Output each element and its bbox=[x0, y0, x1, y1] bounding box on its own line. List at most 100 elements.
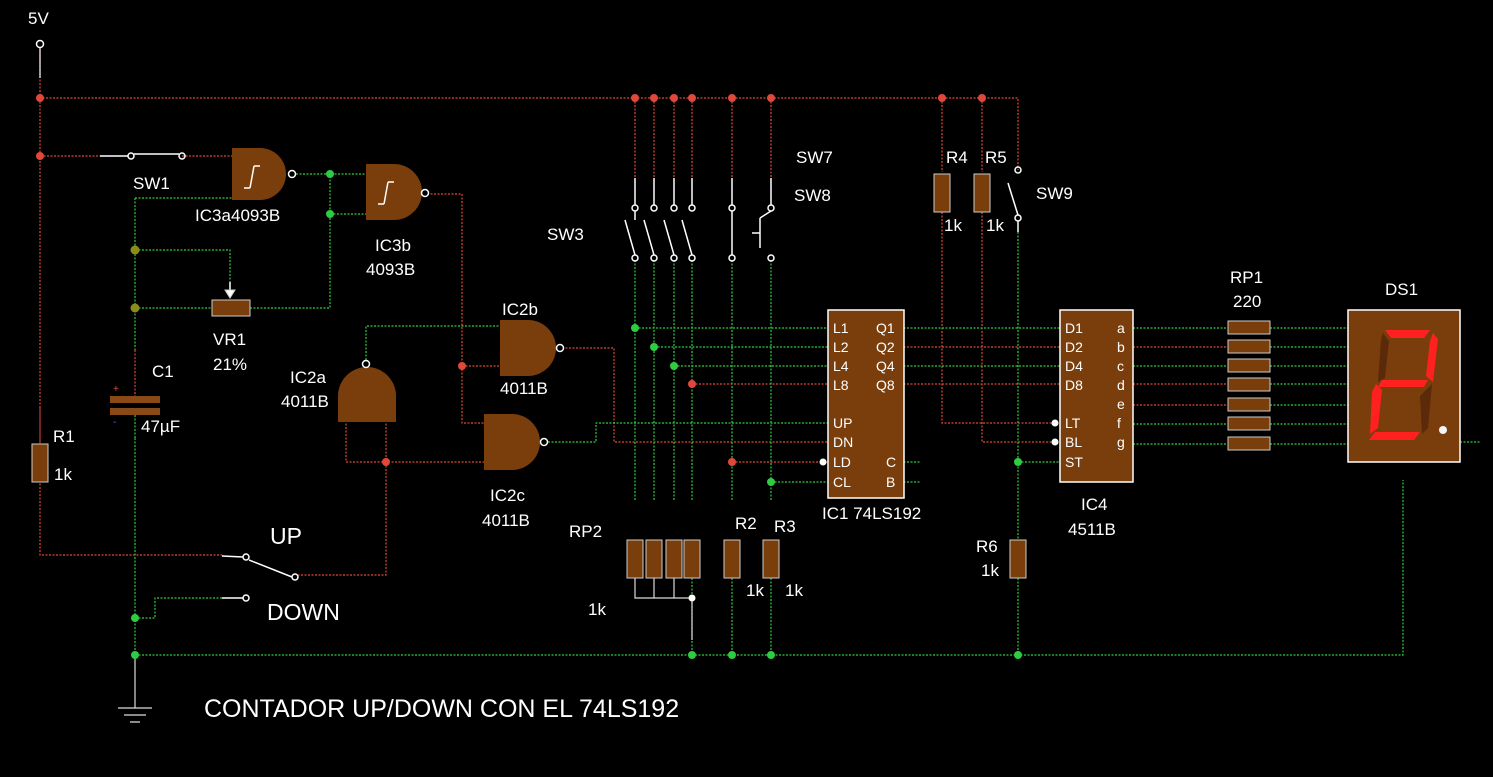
rp2-resistor-2 bbox=[645, 539, 663, 579]
supply-label: 5V bbox=[28, 9, 49, 28]
ic4-pin: ST bbox=[1065, 454, 1083, 470]
sw3-label: SW3 bbox=[547, 225, 584, 244]
ic1-pin: L8 bbox=[833, 377, 849, 393]
r4-resistor bbox=[933, 173, 951, 213]
sw1-switch[interactable] bbox=[100, 152, 186, 160]
ic4-type: 4511B bbox=[1068, 520, 1116, 539]
ic1-body bbox=[827, 309, 905, 499]
ic4-pin: g bbox=[1117, 434, 1125, 450]
ic2a-type: 4011B bbox=[281, 392, 329, 411]
vr1-label: VR1 bbox=[213, 330, 247, 349]
low-level-wires bbox=[134, 173, 1480, 656]
sw8-pushbutton[interactable] bbox=[752, 178, 775, 262]
ic4-pin: D8 bbox=[1065, 377, 1083, 393]
passive-components bbox=[31, 173, 1271, 579]
diagram-title: CONTADOR UP/DOWN CON EL 74LS192 bbox=[204, 695, 680, 723]
ic4-inverted-inputs bbox=[819, 419, 1059, 466]
ic3a-gate bbox=[232, 148, 286, 200]
low-junctions bbox=[131, 170, 1022, 659]
ic4-pin: d bbox=[1117, 377, 1125, 393]
vr1-value: 21% bbox=[213, 355, 248, 374]
rp2-resistor-4 bbox=[683, 539, 701, 579]
rp2-label: RP2 bbox=[569, 522, 603, 541]
up-down-selector-switch[interactable] bbox=[221, 553, 299, 602]
svg-text:-: - bbox=[113, 417, 116, 428]
ic4-pin: D4 bbox=[1065, 358, 1083, 374]
sw1-label: SW1 bbox=[133, 174, 170, 193]
segment-b bbox=[1426, 333, 1438, 382]
r5-label: R5 bbox=[985, 148, 1007, 167]
r3-resistor bbox=[762, 539, 780, 579]
rp2-common-node bbox=[688, 594, 696, 602]
neutral-wires bbox=[118, 578, 693, 723]
ic2b-type: 4011B bbox=[500, 379, 548, 398]
logic-gates bbox=[232, 148, 565, 470]
ic2b-label: IC2b bbox=[502, 300, 538, 319]
c1-label: C1 bbox=[152, 362, 174, 381]
ic4-pin: D1 bbox=[1065, 320, 1083, 336]
ds1-label: DS1 bbox=[1385, 280, 1419, 299]
ic2b-gate bbox=[500, 320, 556, 376]
cap-junctions bbox=[130, 245, 140, 313]
r5-resistor bbox=[973, 173, 991, 213]
ic4-pin: c bbox=[1117, 358, 1124, 374]
rp1-label: RP1 bbox=[1230, 268, 1264, 287]
high-junctions bbox=[36, 94, 986, 466]
segment-a bbox=[1385, 330, 1430, 338]
rp2-resistor-1 bbox=[626, 539, 644, 579]
vr1-resistor bbox=[211, 299, 251, 317]
sw8-label: SW8 bbox=[794, 186, 831, 205]
r1-label: R1 bbox=[53, 427, 75, 446]
segment-g bbox=[1378, 380, 1428, 387]
ic4-pin: e bbox=[1117, 396, 1125, 412]
ic4-pin: a bbox=[1117, 320, 1125, 336]
ic1-pin: UP bbox=[833, 415, 853, 431]
ic1-pin: L2 bbox=[833, 339, 849, 355]
ic1-pin: Q2 bbox=[876, 339, 895, 355]
r1-resistor bbox=[31, 443, 49, 483]
ds1-seven-segment-display bbox=[1347, 309, 1461, 463]
sw7-label: SW7 bbox=[796, 148, 833, 167]
down-label: DOWN bbox=[267, 599, 340, 625]
r5-value: 1k bbox=[986, 216, 1004, 235]
ic4-label: IC4 bbox=[1081, 495, 1108, 514]
r6-value: 1k bbox=[981, 561, 999, 580]
rp2-resistor-3 bbox=[665, 539, 683, 579]
ic2c-label: IC2c bbox=[490, 486, 525, 505]
ic1-pin: Q8 bbox=[876, 377, 895, 393]
ic4-pin: b bbox=[1117, 339, 1125, 355]
up-label: UP bbox=[270, 523, 302, 549]
ic1-pin: B bbox=[886, 474, 896, 490]
ic2c-gate bbox=[484, 414, 540, 470]
ic1-pin: L1 bbox=[833, 320, 849, 336]
sw7-switch[interactable] bbox=[728, 178, 736, 262]
r1-value: 1k bbox=[54, 465, 72, 484]
ic2a-gate bbox=[338, 367, 396, 422]
r4-value: 1k bbox=[944, 216, 962, 235]
r6-label: R6 bbox=[976, 537, 998, 556]
ic1-label: IC1 74LS192 bbox=[822, 504, 922, 523]
high-level-wires bbox=[39, 48, 1228, 576]
r6-resistor bbox=[1009, 539, 1027, 579]
sw3-dip-switch[interactable] bbox=[624, 178, 696, 262]
ic4-body bbox=[1059, 309, 1134, 483]
rp1-value: 220 bbox=[1233, 292, 1262, 311]
sw9-label: SW9 bbox=[1036, 184, 1073, 203]
segment-c bbox=[1420, 384, 1432, 434]
ic1-pin: DN bbox=[833, 434, 854, 450]
svg-text:+: + bbox=[113, 384, 119, 395]
sw9-switch[interactable] bbox=[1007, 166, 1022, 232]
segment-f bbox=[1378, 333, 1389, 382]
ic3b-type: 4093B bbox=[366, 260, 416, 279]
decimal-point bbox=[1439, 426, 1447, 434]
ic2c-type: 4011B bbox=[482, 511, 530, 530]
r3-label: R3 bbox=[774, 517, 796, 536]
ic4-pin: BL bbox=[1065, 434, 1083, 450]
ic3a-label: IC3a bbox=[195, 206, 231, 225]
ic1-pin: C bbox=[886, 454, 897, 470]
ic2a-label: IC2a bbox=[290, 368, 326, 387]
ic1-pin: CL bbox=[833, 474, 851, 490]
segment-d bbox=[1369, 432, 1420, 440]
r2-value: 1k bbox=[746, 581, 764, 600]
r3-value: 1k bbox=[785, 581, 803, 600]
